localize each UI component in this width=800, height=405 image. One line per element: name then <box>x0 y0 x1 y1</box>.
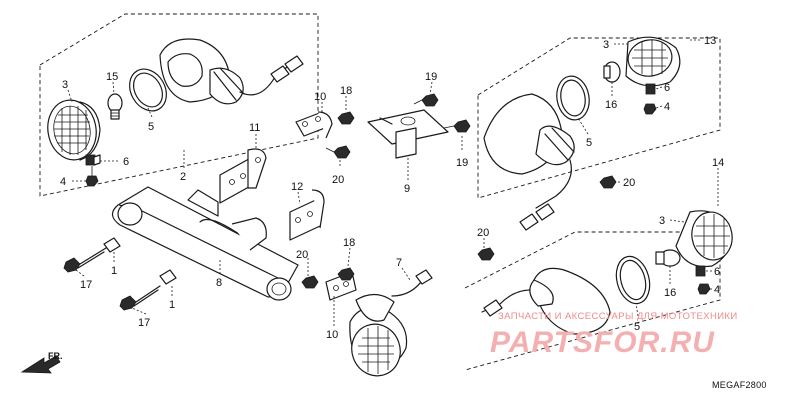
watermark-tagline: ЗАПЧАСТИ И АКСЕССУАРЫ ДЛЯ МОТОТЕХНИКИ <box>498 311 738 322</box>
front-indicator-label: FR. <box>48 351 63 361</box>
callout-15: 15 <box>106 71 118 83</box>
callout-18: 18 <box>343 237 355 249</box>
screw-left <box>85 166 99 187</box>
callout-3: 3 <box>62 79 68 91</box>
callout-4: 4 <box>60 176 66 188</box>
group-box-right-top <box>477 37 721 199</box>
callout-20: 20 <box>477 227 489 239</box>
callout-5: 5 <box>148 121 154 133</box>
callout-12: 12 <box>291 181 303 193</box>
group-box-left <box>39 13 319 197</box>
callout-6: 6 <box>123 156 129 168</box>
rear-left-signal <box>349 269 433 377</box>
watermark: ЗАПЧАСТИ И АКСЕССУАРЫ ДЛЯ МОТОТЕХНИКИ PA… <box>490 311 738 359</box>
callout-labels: 3 15 5 6 4 2 11 10 18 20 19 19 9 12 1 1 … <box>60 35 724 341</box>
nut-left <box>85 154 101 166</box>
signal-bar <box>111 186 299 301</box>
diagram-code: MEGAF2800 <box>712 380 767 390</box>
bolt-18-bot <box>337 267 355 281</box>
leader-lines <box>67 39 719 326</box>
callout-6: 6 <box>714 266 720 278</box>
callout-16: 16 <box>664 287 676 299</box>
bolt-20-mid <box>325 145 351 159</box>
callout-11: 11 <box>249 122 260 134</box>
callout-14: 14 <box>712 157 724 169</box>
callout-19: 19 <box>456 157 468 169</box>
bulb-left <box>107 93 123 120</box>
bolt-20-left <box>301 275 319 289</box>
callout-17: 17 <box>80 279 92 291</box>
callout-1: 1 <box>111 265 117 277</box>
callout-8: 8 <box>216 277 222 289</box>
bolt-19-bot <box>443 119 471 133</box>
bolt-20-rt <box>599 175 617 189</box>
callout-3: 3 <box>659 215 665 227</box>
callout-4: 4 <box>714 284 720 296</box>
bolt-18-top <box>337 111 355 125</box>
housing-left <box>159 38 304 105</box>
right-front-signal <box>483 36 681 231</box>
bolt-assembly-top <box>63 237 121 273</box>
callout-9: 9 <box>404 183 410 195</box>
callout-3: 3 <box>603 39 609 51</box>
callout-4: 4 <box>664 101 670 113</box>
callout-5: 5 <box>586 137 592 149</box>
bracket-9 <box>367 109 449 159</box>
callout-13: 13 <box>704 35 716 47</box>
front-arrow-icon: FR. <box>20 351 63 374</box>
bolt-assembly-bot <box>119 269 177 311</box>
callout-10: 10 <box>314 91 326 103</box>
callout-16: 16 <box>605 99 617 111</box>
bracket-12 <box>289 189 325 241</box>
callout-1: 1 <box>169 299 175 311</box>
callout-7: 7 <box>396 257 402 269</box>
lens-left <box>47 99 101 161</box>
seal-ring-left <box>129 68 167 112</box>
bracket-11 <box>219 148 267 204</box>
callout-19: 19 <box>425 71 437 83</box>
callout-20: 20 <box>623 177 635 189</box>
callout-10: 10 <box>326 329 338 341</box>
callout-20: 20 <box>332 174 344 186</box>
callout-2: 2 <box>180 171 186 183</box>
callout-18: 18 <box>340 85 352 97</box>
watermark-brand: PARTSFOR.RU <box>490 326 715 359</box>
callout-17: 17 <box>138 317 150 329</box>
callout-20: 20 <box>296 249 308 261</box>
callout-5: 5 <box>634 321 640 333</box>
left-front-signal <box>47 38 304 187</box>
right-rear-signal <box>477 210 733 335</box>
callout-6: 6 <box>664 82 670 94</box>
bolt-19-top <box>413 93 439 107</box>
bracket-10-top <box>295 111 333 139</box>
